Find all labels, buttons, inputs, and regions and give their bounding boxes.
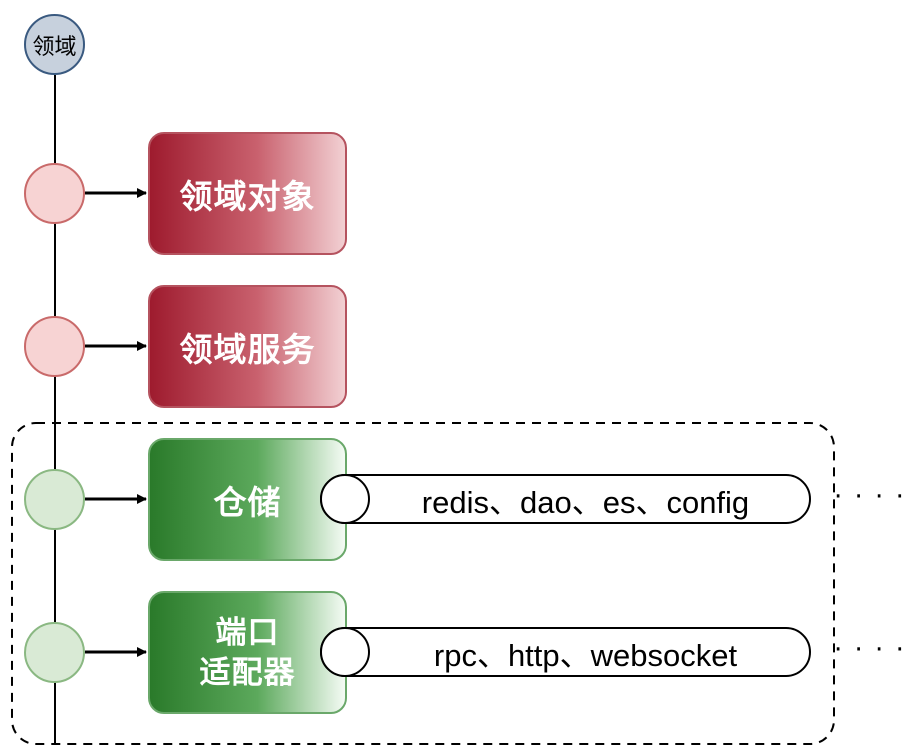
port-adapter-detail-text: rpc、http、websocket — [433, 637, 738, 673]
box-domain-object-label: 领域对象 — [179, 176, 316, 216]
box-domain-object: 领域对象 — [148, 132, 347, 255]
box-domain-service: 领域服务 — [148, 285, 347, 408]
port-adapter-pill-knob — [320, 627, 370, 677]
port-adapter-more-dots: · · · · · — [834, 635, 909, 665]
box-port-adapter-label-line1: 端口 — [215, 614, 280, 651]
box-port-adapter: 端口 适配器 — [148, 591, 347, 714]
root-label: 领域 — [32, 34, 77, 60]
port-adapter-detail-pill: rpc、http、websocket — [320, 627, 811, 677]
node-domain-object — [24, 163, 85, 224]
root-node-domain: 领域 — [24, 14, 85, 75]
box-port-adapter-label-line2: 适配器 — [199, 654, 296, 691]
repository-pill-knob — [320, 474, 370, 524]
infrastructure-group-border — [11, 422, 835, 745]
repository-detail-pill: redis、dao、es、config — [320, 474, 811, 524]
repository-more-dots: · · · · · — [834, 482, 909, 512]
box-repository: 仓储 — [148, 438, 347, 561]
repository-detail-text: redis、dao、es、config — [421, 484, 750, 520]
node-repository — [24, 469, 85, 530]
node-port-adapter — [24, 622, 85, 683]
box-domain-service-label: 领域服务 — [179, 329, 316, 369]
node-domain-service — [24, 316, 85, 377]
box-repository-label: 仓储 — [213, 482, 282, 522]
